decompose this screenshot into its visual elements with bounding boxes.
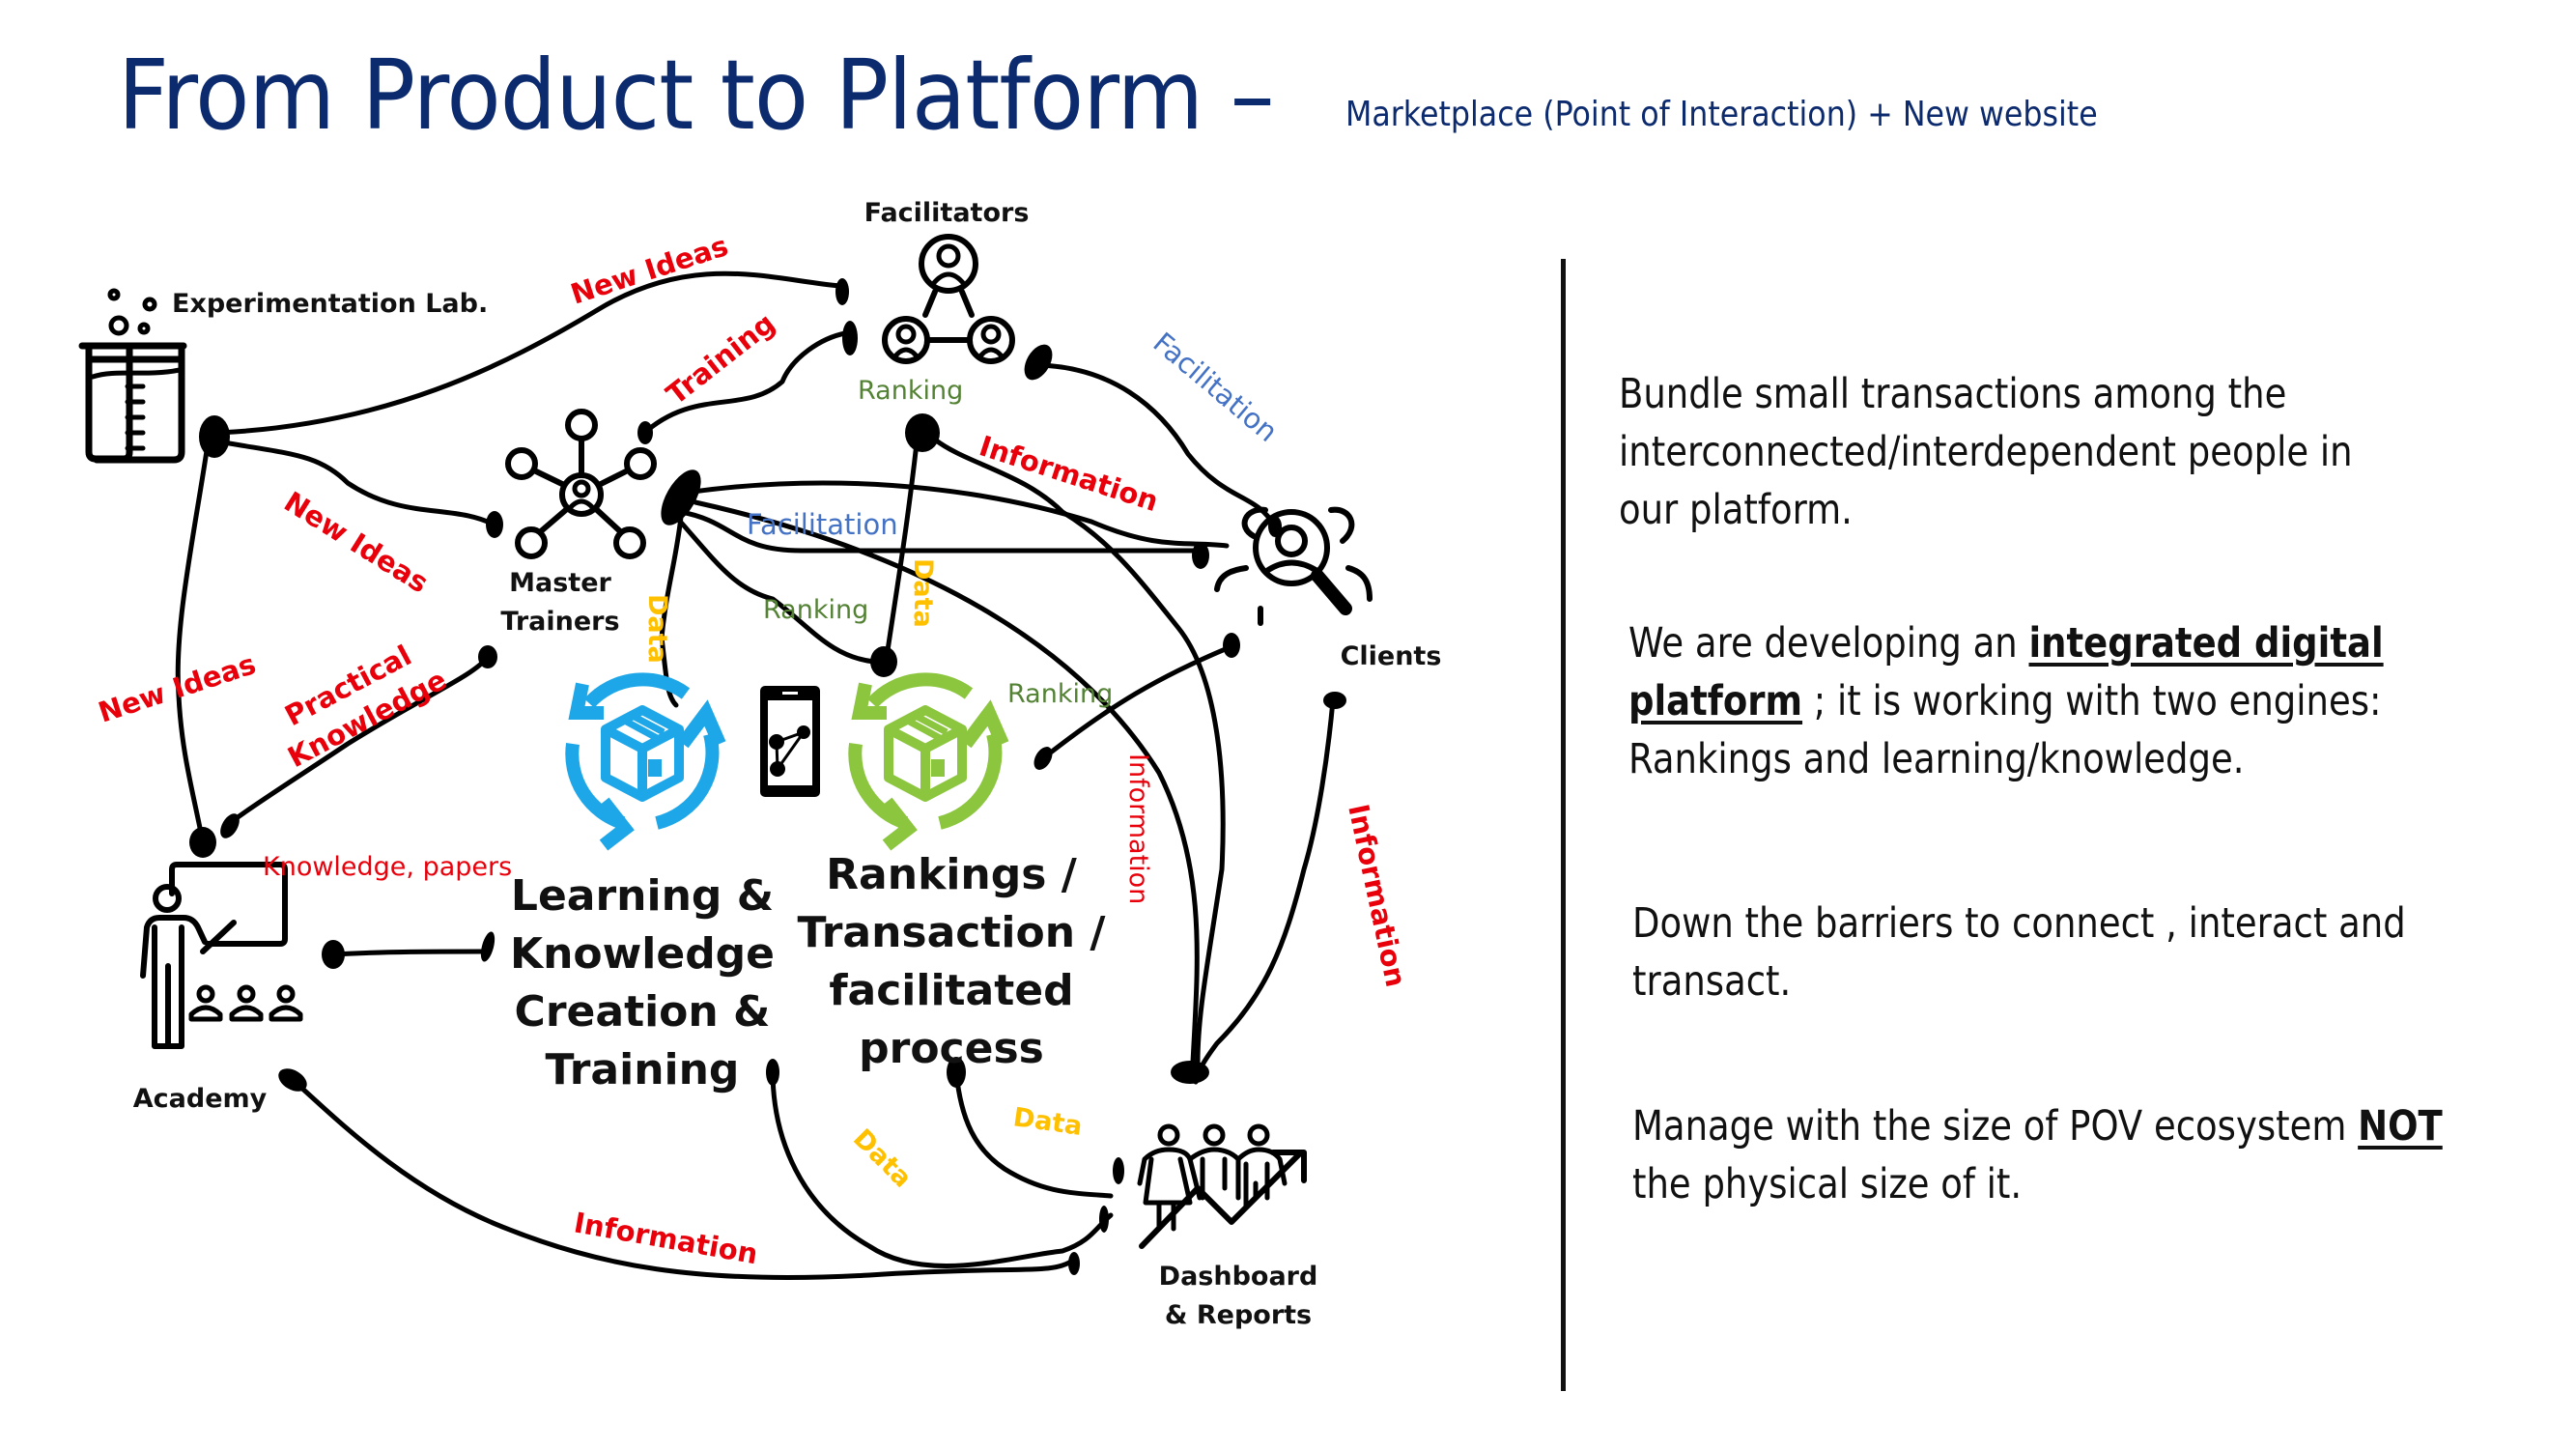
label-information-right: Information (1342, 801, 1412, 989)
edge-facilitators-mastertrainers (639, 330, 848, 438)
label-new-ideas-top: New Ideas (567, 229, 732, 311)
beaker-icon (78, 288, 187, 464)
network-people-icon (882, 234, 1015, 364)
learning-engine-icon (565, 672, 726, 851)
rankings-label-line4: process (859, 1024, 1044, 1073)
rankings-label-line2: Transaction / (798, 908, 1107, 957)
edge-lab-facilitators (214, 270, 843, 436)
facilitators-label: Facilitators (864, 198, 1030, 228)
learning-engine-label: Learning & Knowledge Creation & Training (510, 871, 775, 1094)
connection-endpoints (189, 278, 1346, 1275)
label-knowledge-papers: Knowledge, papers (263, 852, 512, 882)
academy-label: Academy (133, 1084, 268, 1114)
dashboard-label-line2: & Reports (1165, 1300, 1312, 1330)
rankings-label-line3: facilitated (829, 966, 1073, 1015)
edge-mt-ranking (673, 514, 877, 665)
paragraph-platform: We are developing an integrated digital … (1628, 614, 2384, 788)
learning-label-line1: Learning & (511, 871, 774, 921)
edge-academy-learning (330, 949, 486, 957)
master-trainers-label-line1: Master (509, 568, 611, 598)
edge-mt-dashboard (693, 499, 1200, 1065)
label-information-bottom: Information (572, 1206, 760, 1270)
master-trainers-label-line2: Trainers (500, 607, 619, 637)
label-facilitation-mid: Facilitation (747, 508, 898, 541)
label-ranking-mid: Ranking (763, 595, 868, 625)
rankings-engine-icon (848, 672, 1009, 851)
edge-facilitators-dashboard (932, 437, 1226, 1065)
page-title: From Product to Platform – (118, 39, 1275, 152)
paragraph-bundle-line2: interconnected/interdependent people in (1619, 428, 2353, 476)
person-search-icon (1214, 506, 1373, 626)
learning-label-line4: Training (546, 1045, 740, 1094)
edge-lab-mastertrainers (221, 440, 500, 529)
platform-emphasis-1: integrated digital (2028, 619, 2384, 668)
edge-mastertrainers-academy (227, 654, 491, 826)
paragraph-bundle: Bundle small transactions among the inte… (1619, 365, 2353, 539)
ecosystem-diagram: .ln { fill:none; stroke:#000; stroke-wid… (78, 198, 1442, 1330)
learning-label-line3: Creation & (515, 987, 771, 1037)
label-ranking-right: Ranking (1007, 679, 1113, 709)
hub-person-icon (505, 409, 657, 559)
vertical-divider (1561, 259, 1566, 1391)
paragraph-barriers-line2: transact. (1632, 957, 1792, 1006)
rankings-engine-label: Rankings / Transaction / facilitated pro… (798, 850, 1107, 1073)
edge-labels: New Ideas Training New Ideas New Ideas P… (95, 229, 1413, 1270)
platform-line1-text: We are developing an (1628, 619, 2029, 668)
label-data-bottom-left: Data (847, 1123, 918, 1194)
smartphone-network-icon (760, 686, 820, 797)
edge-clients-dashboard (1193, 697, 1336, 1085)
edge-mt-clients (683, 480, 1230, 549)
edge-facilitators-clients (1035, 362, 1278, 529)
manage-emphasis-not: NOT (2358, 1102, 2443, 1151)
manage-line1-text: Manage with the size of POV ecosystem (1632, 1102, 2359, 1151)
manage-line2: the physical size of it. (1632, 1160, 2023, 1208)
label-new-ideas-mid: New Ideas (278, 485, 434, 599)
paragraph-bundle-line3: our platform. (1619, 486, 1853, 534)
edge-academy-dashboard (287, 1074, 1075, 1281)
teacher-class-icon (140, 862, 303, 1049)
learning-label-line2: Knowledge (510, 929, 775, 979)
label-facilitation-clients: Facilitation (1147, 326, 1285, 448)
edge-lab-academy (175, 441, 211, 845)
label-data-bottom-right: Data (1011, 1102, 1084, 1142)
lab-label: Experimentation Lab. (172, 289, 488, 319)
edge-clients-rankings (1040, 642, 1237, 761)
platform-emphasis-2: platform (1628, 677, 1803, 725)
label-data-center: Data (908, 558, 938, 628)
label-ranking-facilitators: Ranking (858, 376, 963, 406)
platform-line2-text: ; it is working with two engines: (1802, 677, 2382, 725)
paragraph-bundle-line1: Bundle small transactions among the (1619, 370, 2287, 418)
paragraph-barriers-line1: Down the barriers to connect , interact … (1632, 899, 2406, 948)
rankings-label-line1: Rankings / (826, 850, 1078, 899)
paragraph-barriers: Down the barriers to connect , interact … (1632, 895, 2406, 1010)
label-data-master-trainers: Data (642, 594, 672, 664)
connection-lines (175, 270, 1336, 1281)
clients-label: Clients (1341, 641, 1442, 671)
platform-line3: Rankings and learning/knowledge. (1628, 735, 2245, 783)
paragraph-manage: Manage with the size of POV ecosystem NO… (1632, 1097, 2443, 1213)
page-subtitle: Marketplace (Point of Interaction) + New… (1345, 95, 2098, 134)
edge-rankings-dashboard (953, 1069, 1114, 1199)
edge-learning-dashboard (770, 1067, 1114, 1268)
dashboard-label-line1: Dashboard (1159, 1262, 1318, 1292)
people-growth-icon (1137, 1123, 1307, 1249)
edge-facilitators-rankings (884, 432, 920, 660)
label-information-vertical: Information (1123, 753, 1153, 904)
